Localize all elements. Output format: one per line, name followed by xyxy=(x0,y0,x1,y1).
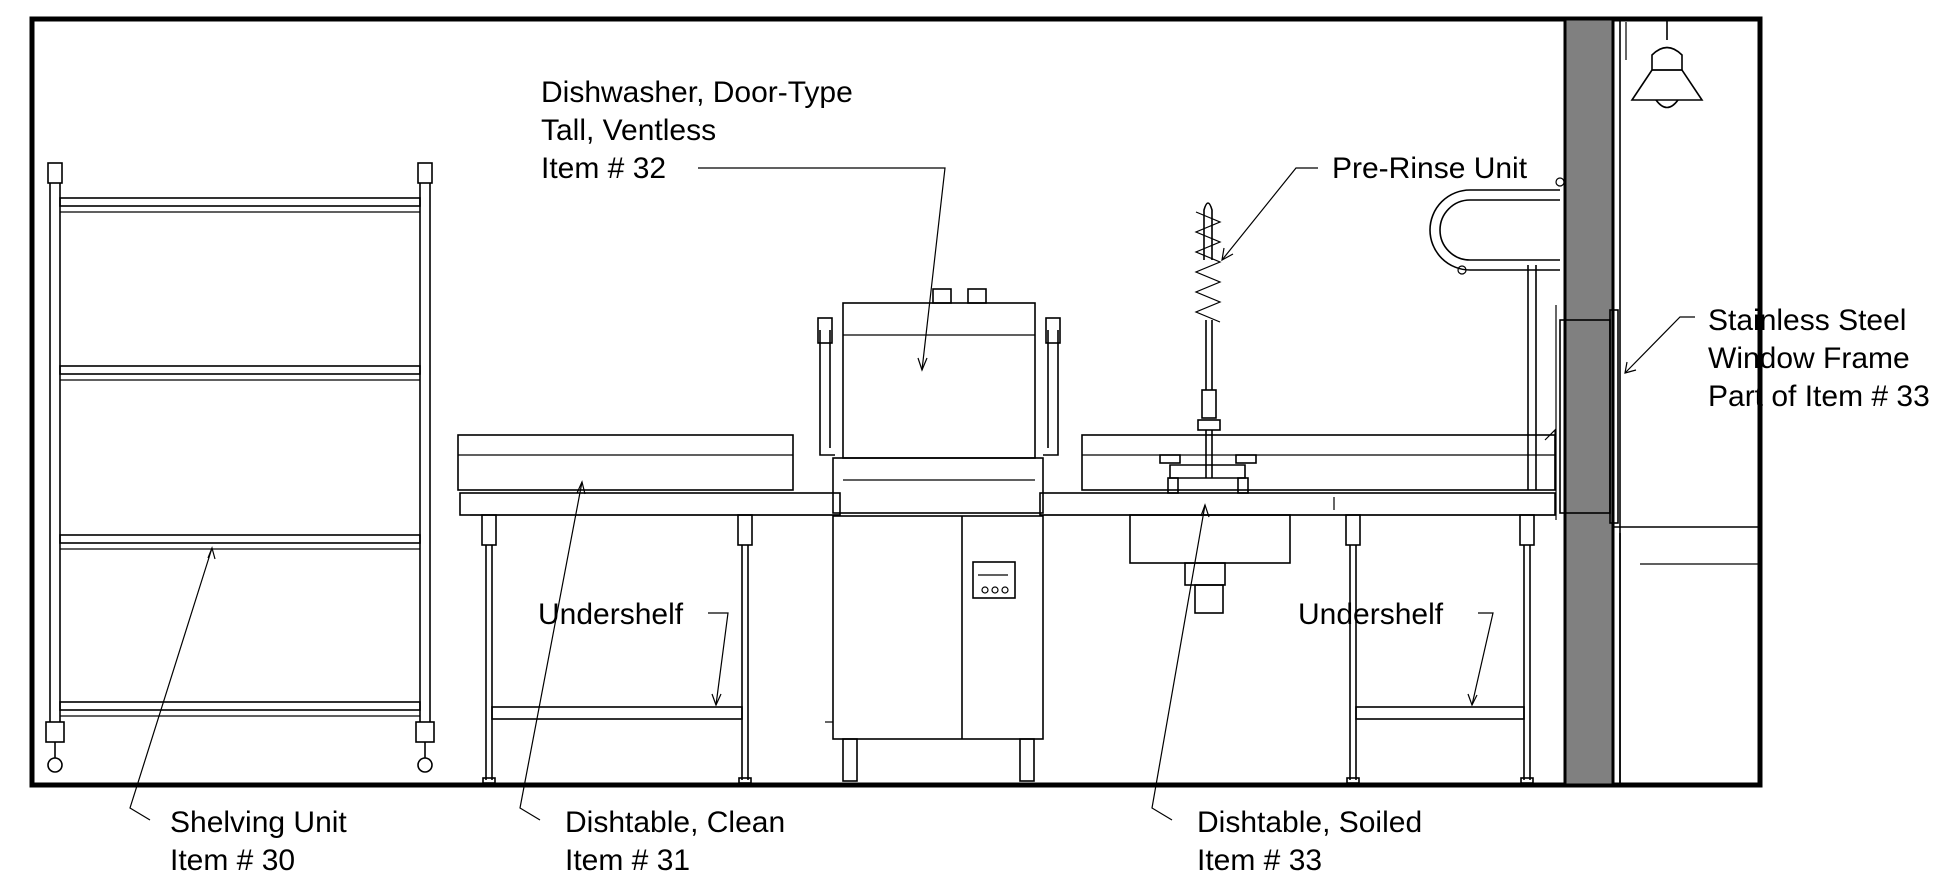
drawing-frame xyxy=(29,16,1763,788)
prerinse-faucet xyxy=(1159,202,1257,494)
label-undershelf-right: Undershelf xyxy=(1298,598,1444,631)
wall-column xyxy=(1563,17,1615,787)
label-line: Window Frame xyxy=(1708,342,1910,375)
label-line: Pre-Rinse Unit xyxy=(1332,152,1528,185)
label-window-frame: Stainless Steel Window Frame Part of Ite… xyxy=(1708,304,1930,413)
window-frame xyxy=(1555,305,1619,524)
label-line: Item # 31 xyxy=(565,844,690,877)
label-line: Undershelf xyxy=(538,598,684,631)
label-clean-dishtable: Dishtable, Clean Item # 31 xyxy=(565,806,785,877)
label-line: Part of Item # 33 xyxy=(1708,380,1930,413)
label-line: Undershelf xyxy=(1298,598,1444,631)
soiled-dishtable xyxy=(1039,265,1556,784)
label-soiled-dishtable: Dishtable, Soiled Item # 33 xyxy=(1197,806,1422,877)
pendant-lamp xyxy=(1625,19,1704,109)
label-dishwasher: Dishwasher, Door-Type Tall, Ventless Ite… xyxy=(541,76,853,185)
label-line: Item # 33 xyxy=(1197,844,1322,877)
label-line: Dishwasher, Door-Type xyxy=(541,76,853,109)
label-line: Item # 32 xyxy=(541,152,666,185)
label-line: Stainless Steel xyxy=(1708,304,1906,337)
dishwasher xyxy=(817,288,1061,782)
shelving-unit xyxy=(45,162,435,773)
label-line: Tall, Ventless xyxy=(541,114,716,147)
wall-bracket xyxy=(1429,177,1565,275)
label-prerinse: Pre-Rinse Unit xyxy=(1332,152,1528,185)
label-line: Item # 30 xyxy=(170,844,295,877)
label-line: Shelving Unit xyxy=(170,806,347,839)
label-shelving-unit: Shelving Unit Item # 30 xyxy=(170,806,347,877)
label-line: Dishtable, Clean xyxy=(565,806,785,839)
label-line: Dishtable, Soiled xyxy=(1197,806,1422,839)
clean-dishtable xyxy=(457,434,841,784)
label-undershelf-left: Undershelf xyxy=(538,598,684,631)
leader-lines xyxy=(129,167,1695,821)
